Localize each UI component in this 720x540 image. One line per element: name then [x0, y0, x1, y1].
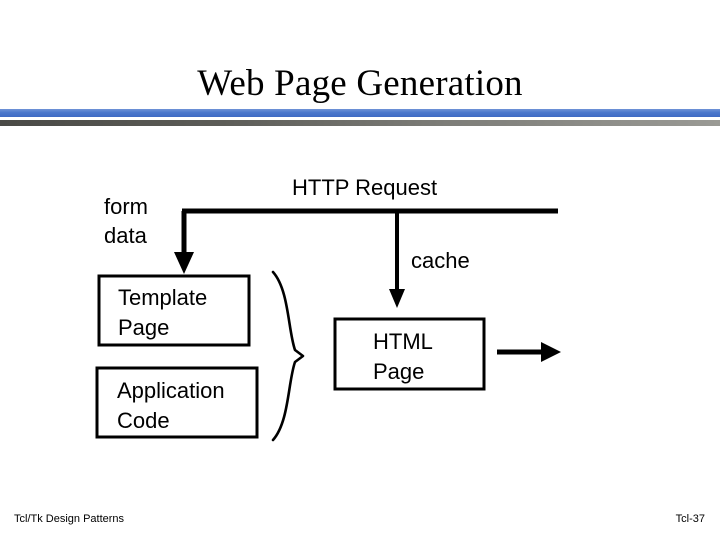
template-page-label: Template Page	[118, 285, 208, 340]
form-data-arrow-head	[174, 252, 194, 274]
application-code-label: Application Code	[117, 378, 225, 433]
html-page-box	[333, 317, 486, 391]
html-page-label: HTML Page	[373, 329, 433, 384]
footer-right-text: Tcl-37	[675, 513, 705, 525]
divider-blue-bar	[0, 109, 720, 117]
output-arrow-head	[541, 342, 561, 362]
divider-gap	[0, 117, 720, 120]
page-title: Web Page Generation	[197, 63, 523, 104]
divider-gray-bar	[0, 120, 720, 126]
group-brace	[271, 270, 305, 442]
label-form-data: form data	[104, 194, 148, 248]
cache-arrow-head	[389, 289, 405, 308]
label-cache: cache	[411, 248, 470, 273]
template-page-box	[97, 274, 251, 347]
title-divider	[0, 109, 720, 128]
label-http-request: HTTP Request	[292, 175, 438, 200]
footer-left-text: Tcl/Tk Design Patterns	[14, 513, 125, 525]
application-code-box	[95, 366, 259, 439]
